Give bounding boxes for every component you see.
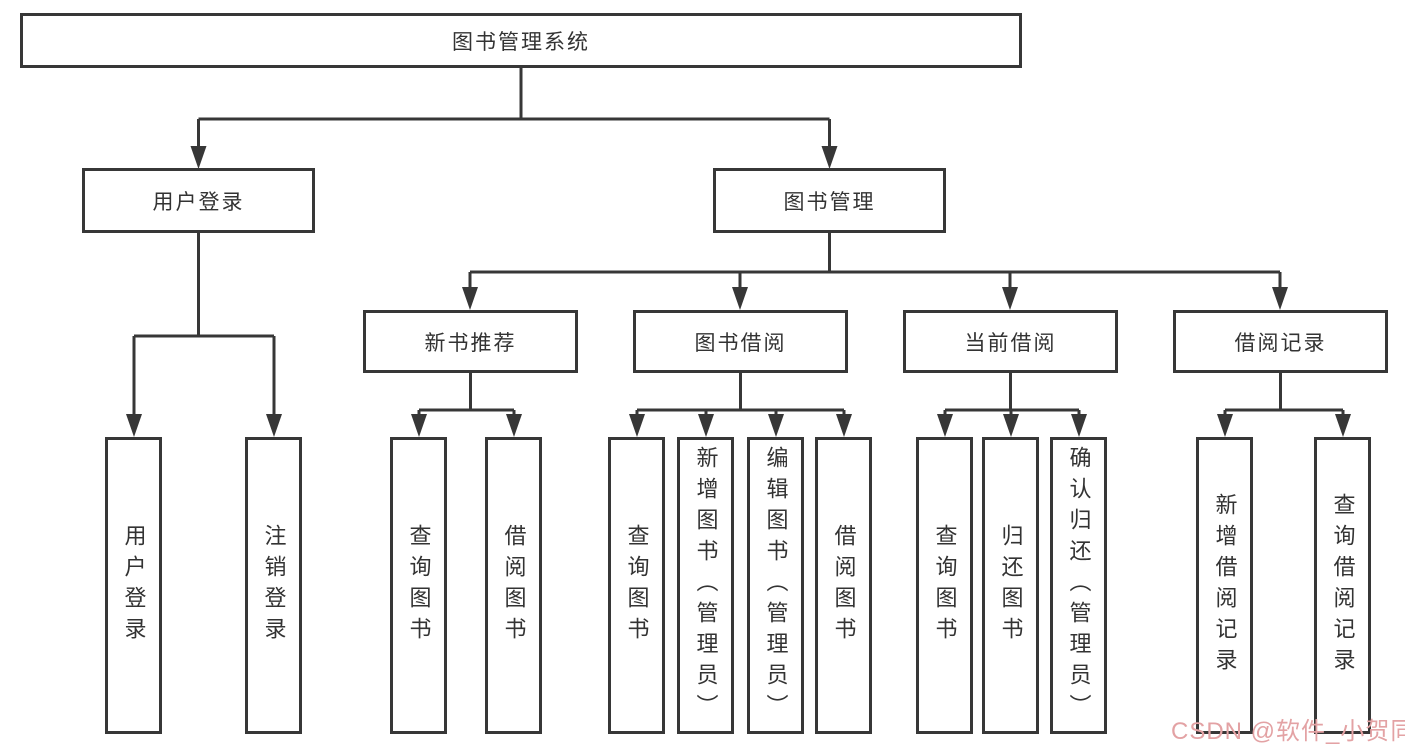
node-label: 新增图书（管理员） [693,446,719,725]
arrowhead [1002,287,1018,310]
node-leaf-borrow-books-recommend: 借阅图书 [485,437,542,734]
node-book-borrowing: 图书借阅 [633,310,848,373]
node-label: 注销登录 [261,523,287,648]
node-leaf-logout: 注销登录 [245,437,302,734]
node-label: 查询借阅记录 [1330,492,1356,679]
arrowhead [836,414,852,437]
node-leaf-borrow-books: 借阅图书 [815,437,872,734]
node-label: 借阅记录 [1234,331,1327,355]
node-label: 归还图书 [998,523,1024,648]
node-label: 编辑图书（管理员） [763,446,789,725]
arrowhead [266,414,282,437]
arrowhead [821,146,838,169]
node-label: 借阅图书 [831,523,857,648]
node-leaf-user-login: 用户登录 [105,437,162,734]
node-label: 新书推荐 [424,331,517,355]
node-leaf-add-books-admin: 新增图书（管理员） [677,437,734,734]
csdn-watermark: CSDN @软件_小贺同学 [1171,718,1405,745]
node-current-borrowing: 当前借阅 [903,310,1118,373]
node-leaf-confirm-return-admin: 确认归还（管理员） [1050,437,1107,734]
node-label: 图书借阅 [694,331,787,355]
node-label: 查询图书 [932,523,958,648]
node-label: 借阅图书 [501,523,527,648]
node-book-management: 图书管理 [713,168,946,233]
arrowhead [1217,414,1233,437]
arrowhead [506,414,522,437]
node-leaf-edit-books-admin: 编辑图书（管理员） [747,437,804,734]
arrowhead [462,287,478,310]
node-label: 图书管理系统 [452,30,590,54]
node-leaf-query-books-borrow: 查询图书 [608,437,665,734]
arrowhead [411,414,427,437]
node-label: 查询图书 [406,523,432,648]
node-leaf-query-borrow-record: 查询借阅记录 [1314,437,1371,734]
arrowhead [126,414,142,437]
node-user-login: 用户登录 [82,168,315,233]
node-leaf-query-books-recommend: 查询图书 [390,437,447,734]
arrowhead [937,414,953,437]
arrowhead [1071,414,1087,437]
arrowhead [1003,414,1019,437]
node-label: 确认归还（管理员） [1066,446,1092,725]
arrowhead [768,414,784,437]
node-label: 新增借阅记录 [1212,492,1238,679]
arrowhead [190,146,207,169]
node-new-book-recommendation: 新书推荐 [363,310,578,373]
connector-arrowheads [126,146,1351,437]
node-label: 用户登录 [121,523,147,648]
node-leaf-query-books-current: 查询图书 [916,437,973,734]
arrowhead [732,287,748,310]
node-borrowing-records: 借阅记录 [1173,310,1388,373]
node-label: 查询图书 [624,523,650,648]
node-label: 当前借阅 [964,331,1057,355]
node-leaf-return-books: 归还图书 [982,437,1039,734]
arrowhead [1272,287,1288,310]
arrowhead [1335,414,1351,437]
node-library-system: 图书管理系统 [20,13,1022,68]
arrowhead [698,414,714,437]
node-label: 用户登录 [152,190,245,214]
node-leaf-add-borrow-record: 新增借阅记录 [1196,437,1253,734]
node-label: 图书管理 [783,190,876,214]
arrowhead [629,414,645,437]
